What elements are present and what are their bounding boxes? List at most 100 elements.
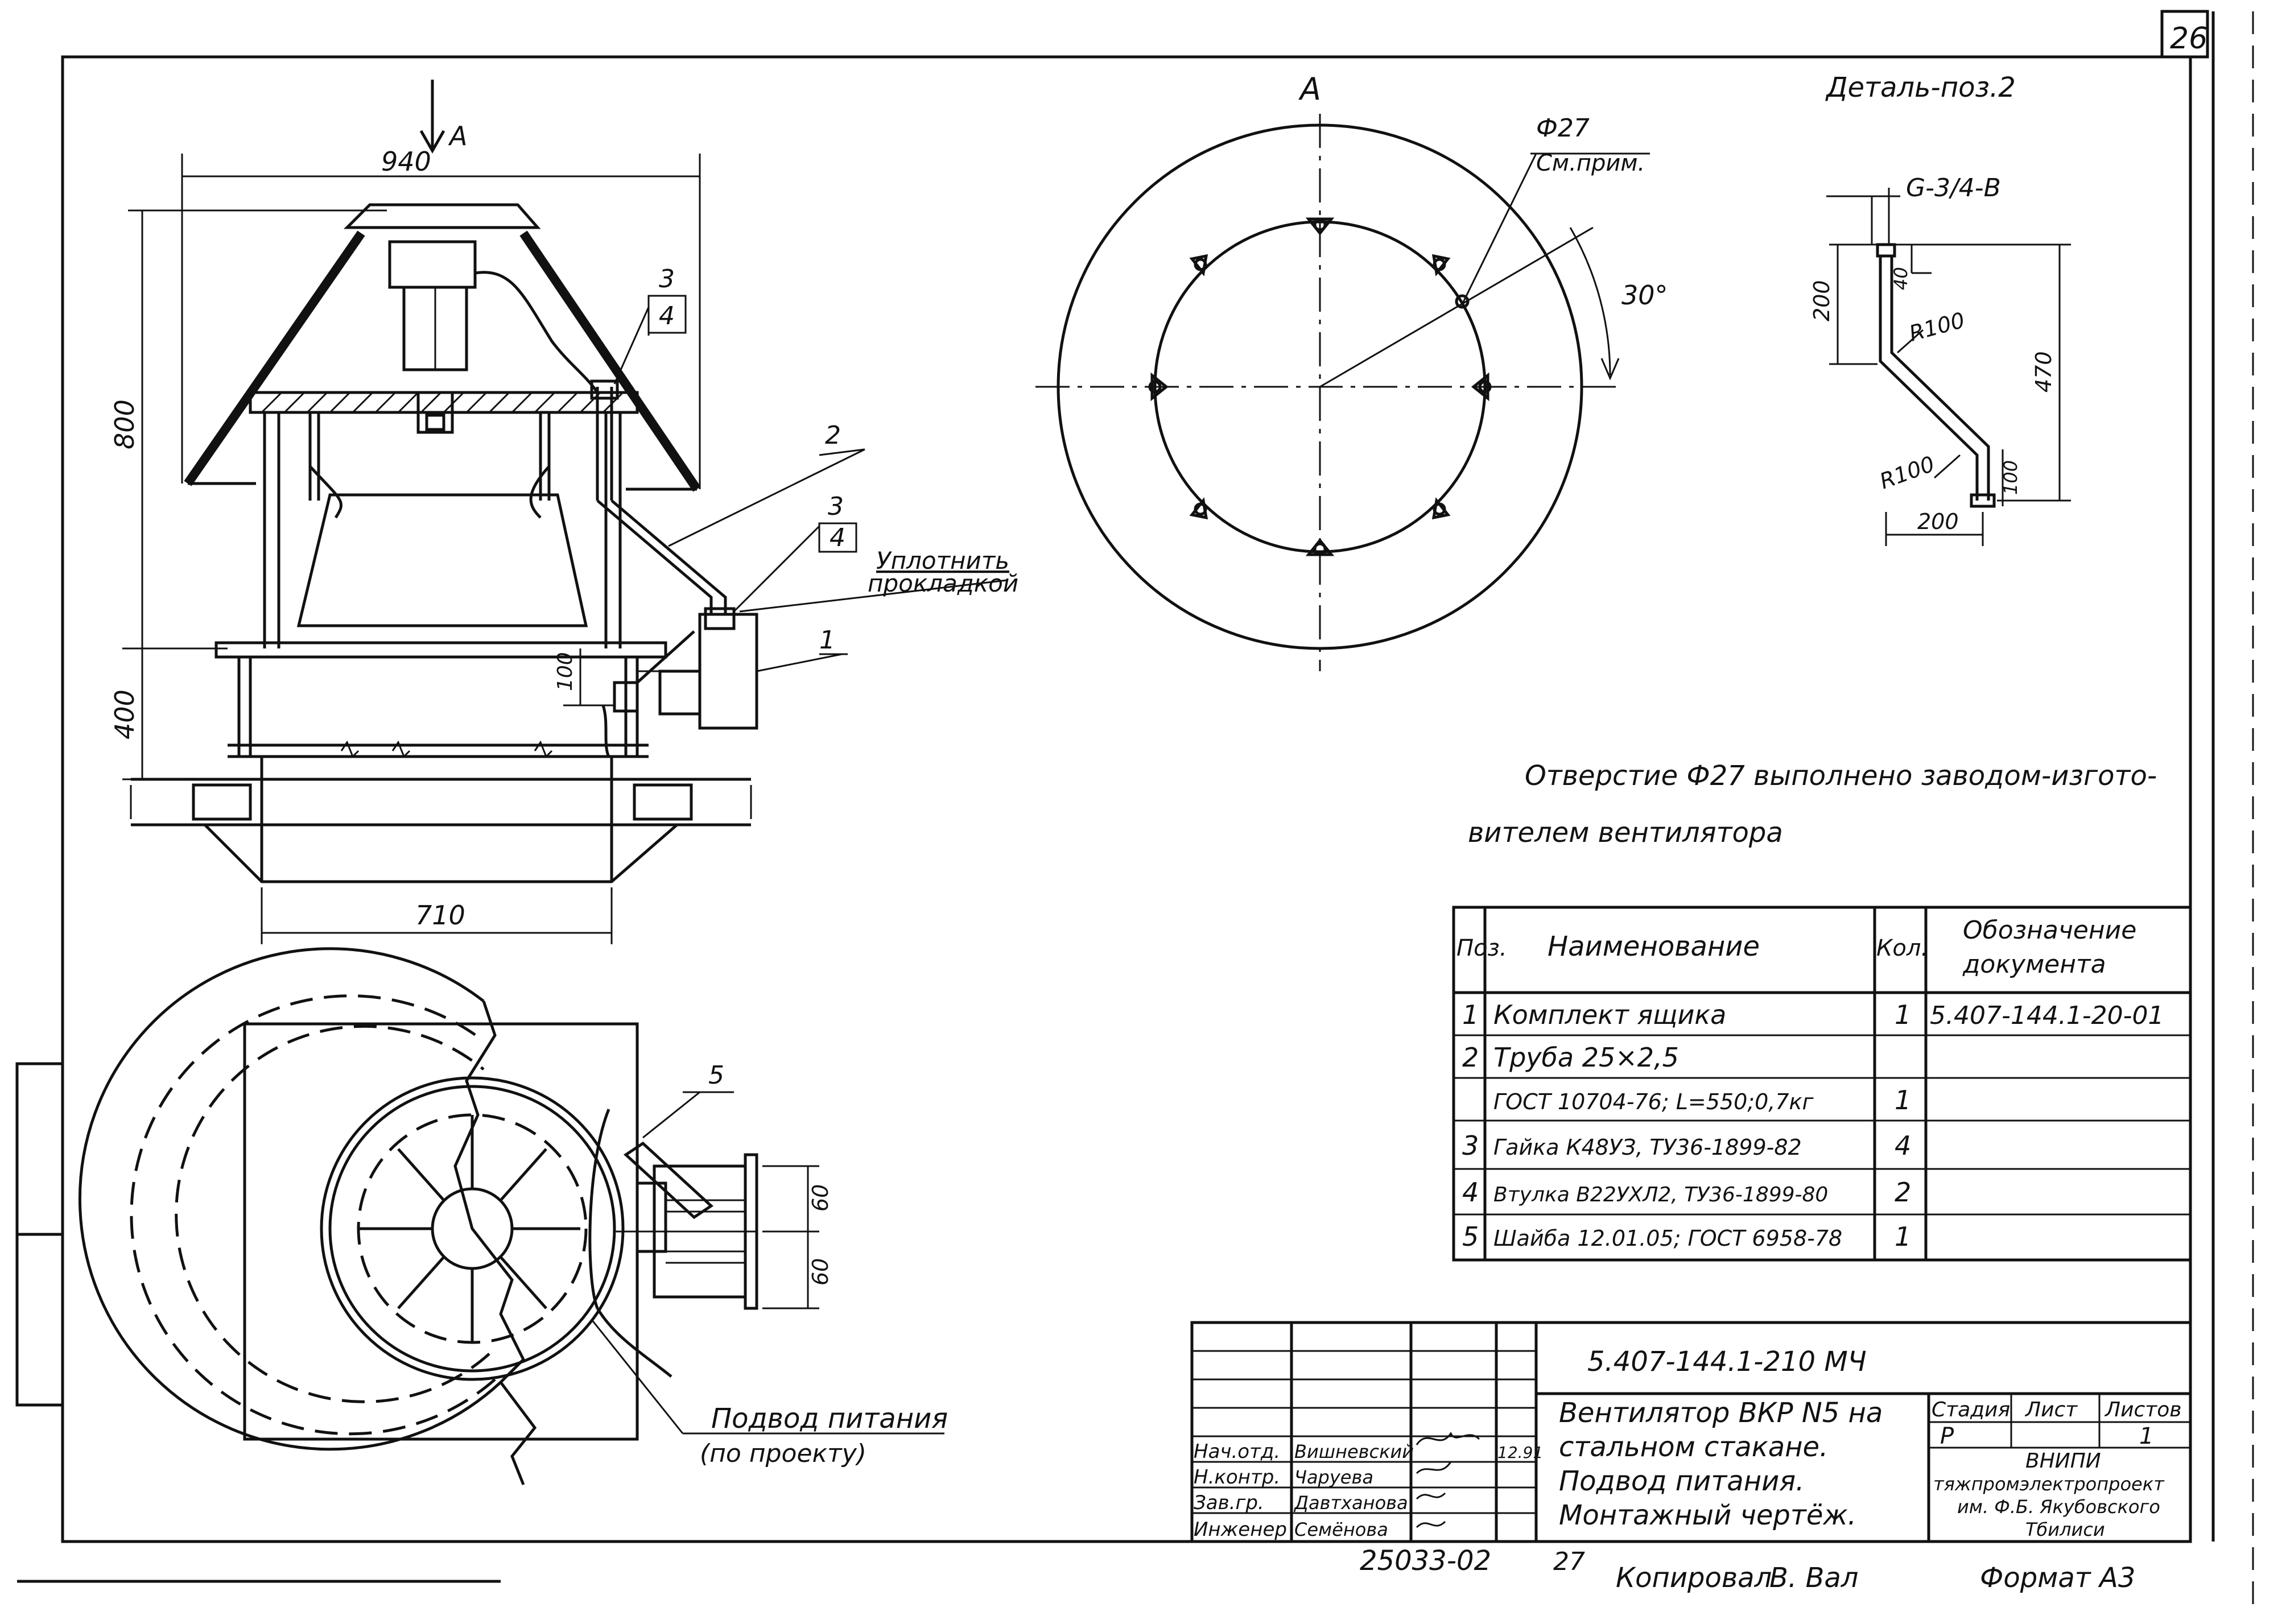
plan-view	[78, 947, 944, 1485]
note-line1: Отверстие Ф27 выполнено заводом-изгото-	[1525, 760, 2157, 792]
detail-title: Деталь-поз.2	[1825, 72, 2016, 104]
spec-cell-qty: 4	[1895, 1130, 1911, 1161]
title-line1: Вентилятор ВКР N5 на	[1559, 1397, 1883, 1429]
spec-cell-doc: 5.407-144.1-20-01	[1930, 1001, 2164, 1030]
callout-pos3-mid: 3	[828, 492, 844, 521]
role-name: Семёнова	[1294, 1519, 1388, 1540]
spec-row-4: 3 Гайка К48УЗ, ТУ36-1899-82 4	[1462, 1130, 1911, 1161]
dim-base-width: 710	[415, 900, 465, 931]
detail-dim-200-vertical: 200	[1809, 280, 1834, 321]
role-name: Давтханова	[1293, 1492, 1408, 1514]
detail-r100-bottom: R100	[1876, 451, 1938, 494]
role-row-1: Нач.отд. Вишневский 12.91	[1194, 1440, 1543, 1463]
page-number: 27	[1553, 1547, 1585, 1576]
detail-r100-top: R100	[1907, 308, 1967, 346]
spec-header-doc-line2: документа	[1962, 950, 2106, 979]
copied-label: Копировал	[1616, 1562, 1772, 1594]
spec-cell-pos: 4	[1462, 1177, 1479, 1208]
spec-table-grid	[1452, 906, 2192, 1262]
seal-note-line2: прокладкой	[868, 569, 1018, 597]
spec-header-name: Наименование	[1548, 931, 1760, 962]
sheets-label: Листов	[2104, 1398, 2181, 1421]
dim-width-top: 940	[381, 146, 431, 177]
spec-row-2: 2 Труба 25×2,5	[1462, 1042, 1679, 1073]
spec-row-3: ГОСТ 10704-76; L=550;0,7кг 1	[1493, 1085, 1911, 1115]
title-line3: Подвод питания.	[1559, 1465, 1804, 1497]
sheet-label: Лист	[2024, 1398, 2078, 1421]
role-name: Чаруева	[1294, 1466, 1373, 1488]
org-line3: им. Ф.Б. Якубовского	[1957, 1496, 2160, 1518]
spec-cell-name: Шайба 12.01.05; ГОСТ 6958-78	[1493, 1226, 1842, 1251]
stage-label: Стадия	[1932, 1398, 2010, 1421]
spec-row-6: 5 Шайба 12.01.05; ГОСТ 6958-78 1	[1462, 1221, 1911, 1252]
role-label: Инженер	[1194, 1518, 1287, 1541]
detail-dim-470: 470	[2031, 351, 2056, 392]
dim-offset-100: 100	[554, 652, 577, 691]
view-arrow-label: A	[448, 121, 467, 151]
seal-note-line1: Уплотнить	[876, 547, 1009, 575]
detail-pipe-drawing	[1826, 188, 2071, 546]
spec-cell-name: Втулка В22УХЛ2, ТУ36-1899-80	[1493, 1183, 1828, 1206]
spec-cell-pos: 3	[1462, 1130, 1479, 1161]
org-line1: ВНИПИ	[2025, 1449, 2101, 1473]
doc-code: 5.407-144.1-210 МЧ	[1587, 1346, 1867, 1378]
detail-dim-40: 40	[1890, 267, 1912, 290]
role-label: Нач.отд.	[1194, 1440, 1280, 1463]
org-line4: Тбилиси	[2025, 1519, 2105, 1540]
spec-cell-qty: 1	[1895, 999, 1911, 1030]
spec-cell-pos: 5	[1462, 1221, 1479, 1252]
angle-label: 30°	[1621, 280, 1668, 311]
role-date: 12.91	[1497, 1443, 1543, 1462]
format-label: Формат А3	[1980, 1562, 2135, 1594]
role-label: Зав.гр.	[1194, 1491, 1264, 1514]
title-line4: Монтажный чертёж.	[1559, 1499, 1856, 1531]
callout-pos2: 2	[825, 421, 841, 450]
detail-thread: G-3/4-В	[1906, 173, 2001, 203]
spec-row-5: 4 Втулка В22УХЛ2, ТУ36-1899-80 2	[1462, 1177, 1911, 1208]
dim-height-lower: 400	[109, 689, 140, 739]
callout-pos1: 1	[819, 626, 835, 655]
title-block-grid	[1190, 1321, 2192, 1543]
callout-pos5: 5	[708, 1061, 724, 1090]
role-row-2: Н.контр. Чаруева	[1194, 1466, 1373, 1489]
inventory-number: 25033-02	[1360, 1545, 1491, 1577]
dim-height-total: 800	[109, 399, 140, 449]
spec-cell-qty: 1	[1895, 1085, 1911, 1115]
role-name: Вишневский	[1294, 1441, 1414, 1462]
callout-pos4-mid: 4	[830, 523, 845, 552]
spec-cell-qty: 1	[1895, 1221, 1911, 1252]
hole-diameter: Ф27	[1536, 114, 1590, 143]
spec-cell-name: Комплект ящика	[1493, 999, 1726, 1030]
dim-60-top: 60	[808, 1184, 833, 1212]
detail-dim-200-horizontal: 200	[1917, 509, 1959, 534]
side-view	[122, 80, 1008, 944]
title-line2: стальном стакане.	[1559, 1431, 1828, 1463]
detail-dim-100: 100	[2000, 460, 2021, 495]
spec-cell-name: Труба 25×2,5	[1493, 1042, 1679, 1073]
power-note-line2: (по проекту)	[700, 1439, 866, 1468]
view-a-circle	[1035, 114, 1650, 671]
callout-pos4-top: 4	[659, 301, 675, 330]
spec-header-pos: Поз.	[1456, 935, 1507, 961]
dim-60-bottom: 60	[808, 1258, 833, 1286]
hole-note: См.прим.	[1536, 150, 1645, 176]
spec-header-qty: Кол.	[1876, 935, 1928, 961]
role-label: Н.контр.	[1194, 1466, 1280, 1489]
sheet-number: 26	[2170, 22, 2207, 56]
spec-row-1: 1 Комплект ящика 1 5.407-144.1-20-01	[1462, 999, 2164, 1030]
copier-signature: В. Вал	[1769, 1562, 1858, 1594]
power-note-line1: Подвод питания	[711, 1403, 948, 1435]
spec-cell-name: ГОСТ 10704-76; L=550;0,7кг	[1493, 1089, 1814, 1114]
view-a-title: A	[1298, 71, 1321, 107]
role-row-3: Зав.гр. Давтханова	[1194, 1491, 1408, 1514]
spec-cell-pos: 1	[1462, 999, 1479, 1030]
spec-cell-qty: 2	[1895, 1177, 1911, 1208]
callout-pos3-top: 3	[659, 265, 675, 294]
spec-cell-pos: 2	[1462, 1042, 1479, 1073]
spec-cell-name: Гайка К48УЗ, ТУ36-1899-82	[1493, 1135, 1802, 1160]
sheet-frame	[15, 10, 2254, 1610]
org-line2: тяжпромэлектропроект	[1933, 1473, 2165, 1495]
spec-header-doc-line1: Обозначение	[1963, 916, 2136, 945]
note-line2: вителем вентилятора	[1468, 817, 1783, 849]
